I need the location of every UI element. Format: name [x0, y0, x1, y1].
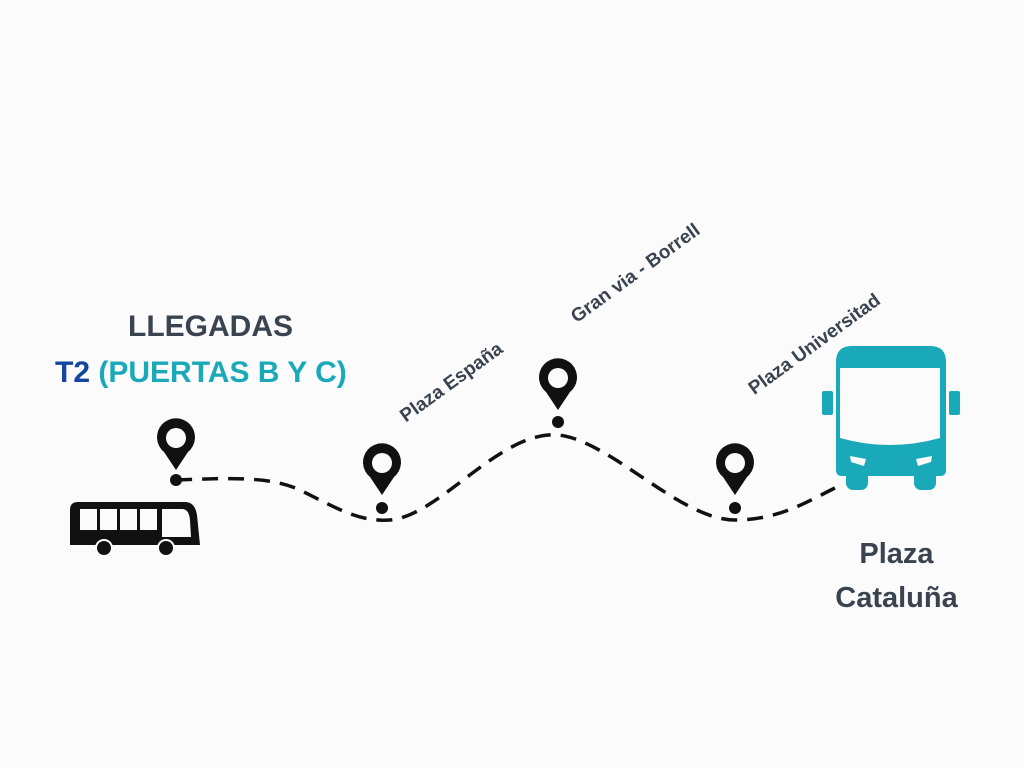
- gates-label: (PUERTAS B Y C): [98, 356, 347, 389]
- stop-dot: [552, 416, 564, 428]
- stop-dot: [170, 474, 182, 486]
- bus-front-icon: [822, 346, 960, 490]
- heading-llegadas: LLEGADAS: [128, 310, 293, 343]
- destination-line1: Plaza: [859, 538, 934, 570]
- map-pin-icon: [157, 418, 195, 470]
- destination-line2: Cataluña: [835, 582, 958, 614]
- stop-dot: [376, 502, 388, 514]
- bus-side-icon: [70, 502, 200, 557]
- terminal-label: T2: [55, 356, 91, 389]
- map-pin-icon: [716, 443, 754, 495]
- stop-dot: [729, 502, 741, 514]
- map-pin-icon: [539, 358, 577, 410]
- heading-terminal: T2 (PUERTAS B Y C): [55, 356, 347, 390]
- map-pin-icon: [363, 443, 401, 495]
- route-dashed-line: [175, 433, 836, 522]
